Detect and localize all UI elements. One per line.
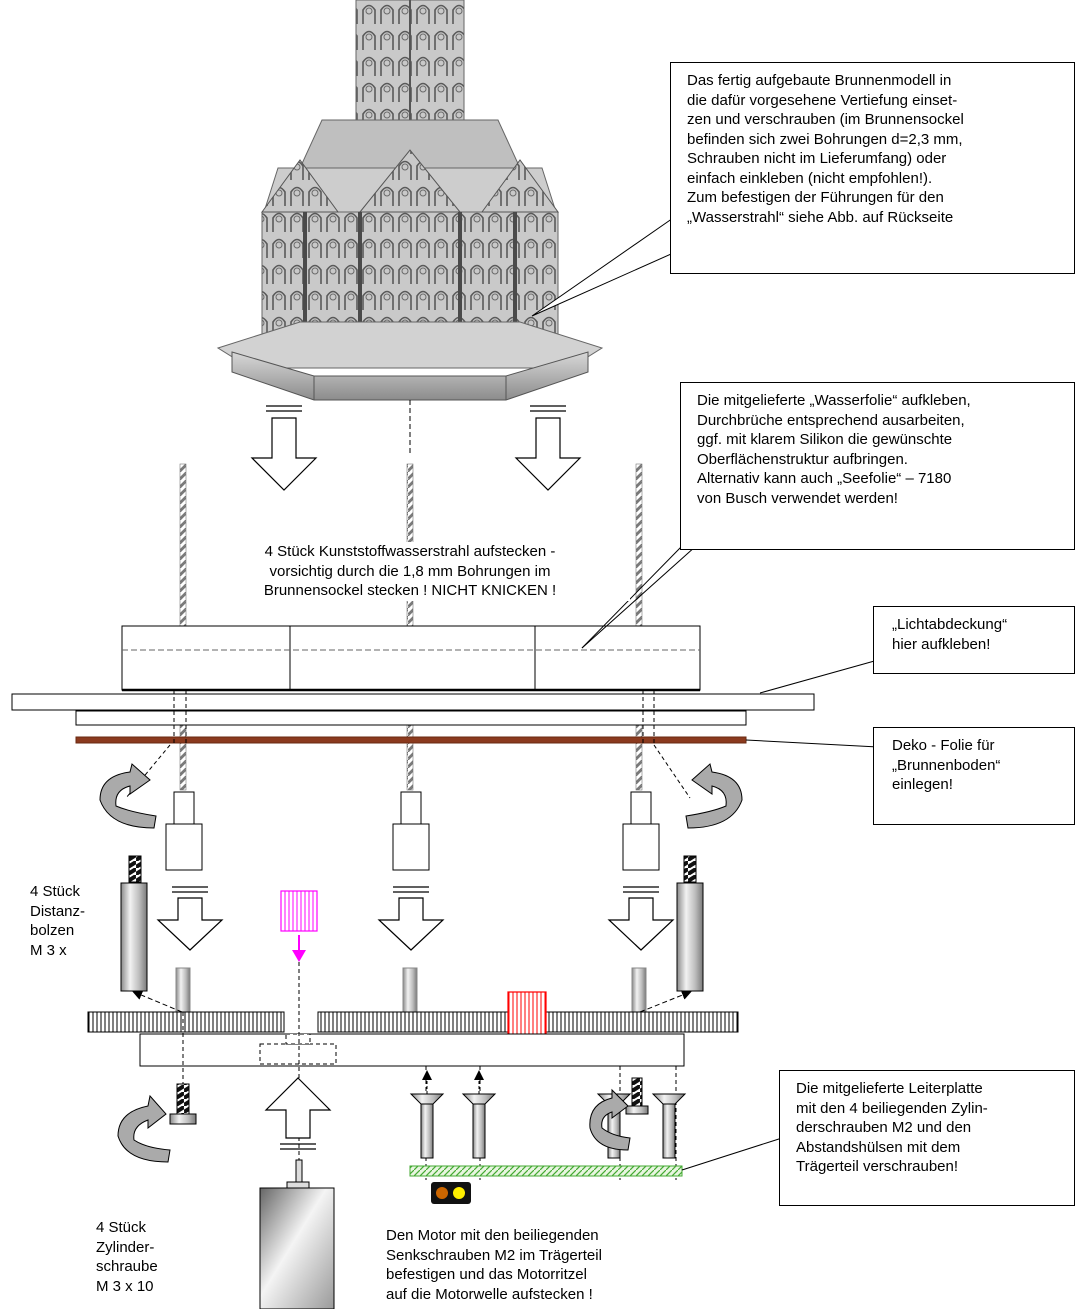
gear-rack-left [87, 1011, 285, 1033]
spacer-bolt-right [676, 855, 704, 992]
motor-pinion [280, 890, 318, 962]
fountain-model [216, 0, 604, 401]
light-cover-frame [121, 625, 701, 692]
callout-deco-foil: Deko - Folie für „Brunnenboden“ einlegen… [873, 727, 1075, 825]
label-motor-instructions: Den Motor mit den beiliegenden Senkschra… [386, 1227, 602, 1303]
motor [259, 1159, 335, 1309]
callout-circuit-board: Die mitgelieferte Leiterplatte mit den 4… [779, 1070, 1075, 1206]
countersunk-screws [409, 1070, 687, 1159]
nozzle-sleeves [165, 791, 660, 871]
led-indicator [431, 1182, 471, 1204]
red-gear [507, 991, 547, 1037]
callout-water-foil-text: Die mitgelieferte „Wasserfolie“ aufklebe… [697, 392, 971, 507]
callout-light-cover-text: „Lichtabdeckung“ hier aufkleben! [892, 616, 1008, 653]
diagonal-guides [132, 990, 692, 1013]
down-arrow-shaft-center [377, 886, 445, 951]
rotate-arrow-left-bottom [117, 1094, 171, 1163]
callout-deco-foil-text: Deko - Folie für „Brunnenboden“ einlegen… [892, 737, 1001, 793]
base-plates [11, 693, 815, 744]
down-arrow-right [514, 405, 582, 491]
down-arrow-shaft-right [607, 886, 675, 951]
down-arrow-shaft-left [156, 886, 224, 951]
callout-fountain-mounting: Das fertig aufgebaute Brunnenmodell in d… [670, 62, 1075, 274]
cylinder-screw [169, 1083, 197, 1125]
rotate-arrow-right-top [685, 763, 743, 829]
label-spacer-bolts: 4 Stück Distanz- bolzen M 3 x [30, 883, 86, 959]
callout-connectors [531, 215, 879, 1171]
up-arrow-motor [264, 1077, 332, 1150]
callout-circuit-board-text: Die mitgelieferte Leiterplatte mit den 4… [796, 1080, 988, 1175]
circuit-board [409, 1165, 683, 1177]
rotate-arrow-left-top [99, 763, 157, 829]
label-cylinder-screws: 4 Stück Zylinder- schraube M 3 x 10 [96, 1219, 158, 1295]
label-water-jets: 4 Stück Kunststoffwasserstrahl aufstecke… [190, 542, 630, 601]
down-arrow-left [250, 405, 318, 491]
callout-fountain-text: Das fertig aufgebaute Brunnenmodell in d… [687, 72, 964, 226]
callout-light-cover: „Lichtabdeckung“ hier aufkleben! [873, 606, 1075, 674]
deko-folie-strip [75, 736, 747, 744]
spacer-bolt-left [120, 855, 148, 992]
callout-water-foil: Die mitgelieferte „Wasserfolie“ aufklebe… [680, 382, 1075, 550]
gear-shafts [175, 967, 647, 1013]
carrier-part [139, 1033, 685, 1067]
